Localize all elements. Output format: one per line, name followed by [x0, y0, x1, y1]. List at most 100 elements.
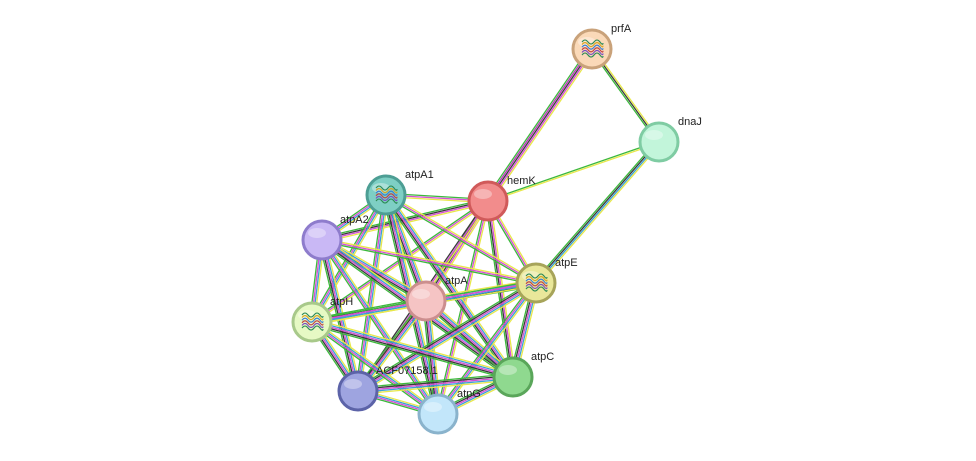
- edge-evidence-line: [311, 321, 514, 378]
- node-circle[interactable]: [405, 280, 447, 322]
- node-label: atpH: [330, 296, 353, 308]
- edge-atpE-ACF07158: [355, 279, 539, 395]
- node-highlight: [499, 365, 517, 375]
- edge-evidence-line: [386, 193, 515, 377]
- node-highlight: [474, 189, 492, 199]
- edge-evidence-line: [357, 374, 514, 391]
- edge-evidence-line: [488, 49, 594, 203]
- node-hemK[interactable]: hemK: [467, 175, 536, 222]
- node-label: atpA2: [340, 214, 369, 226]
- edge-evidence-line: [310, 324, 513, 381]
- edges-layer: [308, 46, 662, 418]
- structure-ribbon: [301, 325, 324, 331]
- edge-evidence-line: [321, 237, 537, 283]
- node-highlight: [645, 130, 663, 140]
- structure-ribbon: [375, 190, 398, 197]
- structure-ribbon: [525, 283, 548, 290]
- edge-dnaJ-hemK: [487, 140, 660, 203]
- structure-ribbon: [525, 281, 548, 287]
- structure-ribbon: [581, 42, 604, 48]
- protein-structure-icon: [581, 39, 604, 58]
- node-circle[interactable]: [301, 219, 343, 261]
- structure-ribbon: [525, 276, 548, 282]
- structure-ribbon: [581, 49, 604, 56]
- node-circle[interactable]: [492, 356, 534, 398]
- node-circle[interactable]: [417, 393, 459, 435]
- node-label: ACF07158.1: [376, 365, 438, 377]
- node-atpA[interactable]: atpA: [405, 275, 468, 322]
- edge-evidence-line: [357, 376, 514, 392]
- edge-evidence-line: [312, 194, 388, 324]
- node-highlight: [344, 379, 362, 389]
- structure-ribbon: [525, 278, 548, 285]
- structure-ribbon: [581, 52, 604, 58]
- edge-evidence-line: [534, 140, 660, 284]
- node-label: atpA1: [405, 169, 434, 181]
- node-label: atpA: [445, 275, 468, 287]
- edge-atpC-ACF07158: [357, 373, 514, 395]
- node-label: prfA: [611, 23, 632, 35]
- edge-evidence-line: [484, 46, 591, 200]
- node-ACF07158[interactable]: ACF07158.1: [337, 365, 438, 412]
- edge-evidence-line: [311, 319, 515, 377]
- edge-evidence-line: [321, 239, 537, 284]
- edge-evidence-line: [322, 238, 440, 415]
- edge-evidence-line: [437, 282, 538, 416]
- edge-evidence-line: [357, 373, 514, 389]
- edge-evidence-line: [486, 47, 592, 201]
- structure-ribbon: [581, 47, 604, 53]
- edge-evidence-line: [439, 283, 539, 417]
- protein-structure-icon: [525, 273, 548, 292]
- node-dnaJ[interactable]: dnaJ: [638, 116, 702, 163]
- edge-evidence-line: [489, 50, 596, 204]
- structure-ribbon: [581, 44, 604, 51]
- node-atpG[interactable]: atpG: [417, 388, 481, 435]
- edge-atpE-atpG: [435, 280, 539, 417]
- edge-atpA1-atpE: [384, 192, 538, 286]
- node-label: atpC: [531, 351, 554, 363]
- edge-evidence-line: [435, 199, 488, 415]
- node-prfA[interactable]: prfA: [571, 23, 632, 70]
- node-circle[interactable]: [337, 370, 379, 412]
- structure-ribbon: [375, 185, 398, 191]
- node-atpC[interactable]: atpC: [492, 351, 554, 398]
- edge-evidence-line: [311, 320, 440, 415]
- edge-evidence-line: [310, 322, 514, 380]
- node-label: atpG: [457, 388, 481, 400]
- node-atpA2[interactable]: atpA2: [301, 214, 369, 261]
- edge-evidence-line: [310, 199, 488, 322]
- node-circle[interactable]: [638, 121, 680, 163]
- edge-evidence-line: [357, 377, 514, 394]
- edge-evidence-line: [357, 379, 514, 395]
- edge-dnaJ-atpE: [533, 139, 662, 286]
- edge-atpH-atpC: [310, 318, 515, 381]
- structure-ribbon: [375, 188, 398, 194]
- structure-ribbon: [301, 317, 324, 324]
- node-atpH[interactable]: atpH: [291, 296, 353, 343]
- node-atpA1[interactable]: atpA1: [365, 169, 434, 216]
- node-label: hemK: [507, 175, 536, 187]
- edge-atpH-atpG: [309, 319, 441, 417]
- edge-evidence-line: [312, 319, 441, 413]
- node-atpE[interactable]: atpE: [515, 257, 578, 304]
- edge-evidence-line: [356, 280, 536, 391]
- edge-evidence-line: [487, 48, 593, 202]
- edge-evidence-line: [537, 142, 662, 286]
- structure-ribbon: [301, 315, 324, 321]
- edge-evidence-line: [386, 192, 538, 283]
- edge-evidence-line: [309, 323, 438, 417]
- structure-ribbon: [525, 273, 548, 279]
- node-circle[interactable]: [467, 180, 509, 222]
- protein-structure-icon: [375, 185, 398, 204]
- edge-evidence-line: [385, 194, 537, 284]
- structure-ribbon: [375, 195, 398, 202]
- edge-evidence-line: [533, 139, 658, 283]
- edge-evidence-line: [384, 195, 536, 286]
- node-highlight: [412, 289, 430, 299]
- edge-evidence-line: [436, 281, 537, 415]
- edge-evidence-line: [321, 240, 537, 286]
- node-label: atpE: [555, 257, 578, 269]
- structure-ribbon: [301, 320, 324, 326]
- edge-evidence-line: [487, 140, 660, 201]
